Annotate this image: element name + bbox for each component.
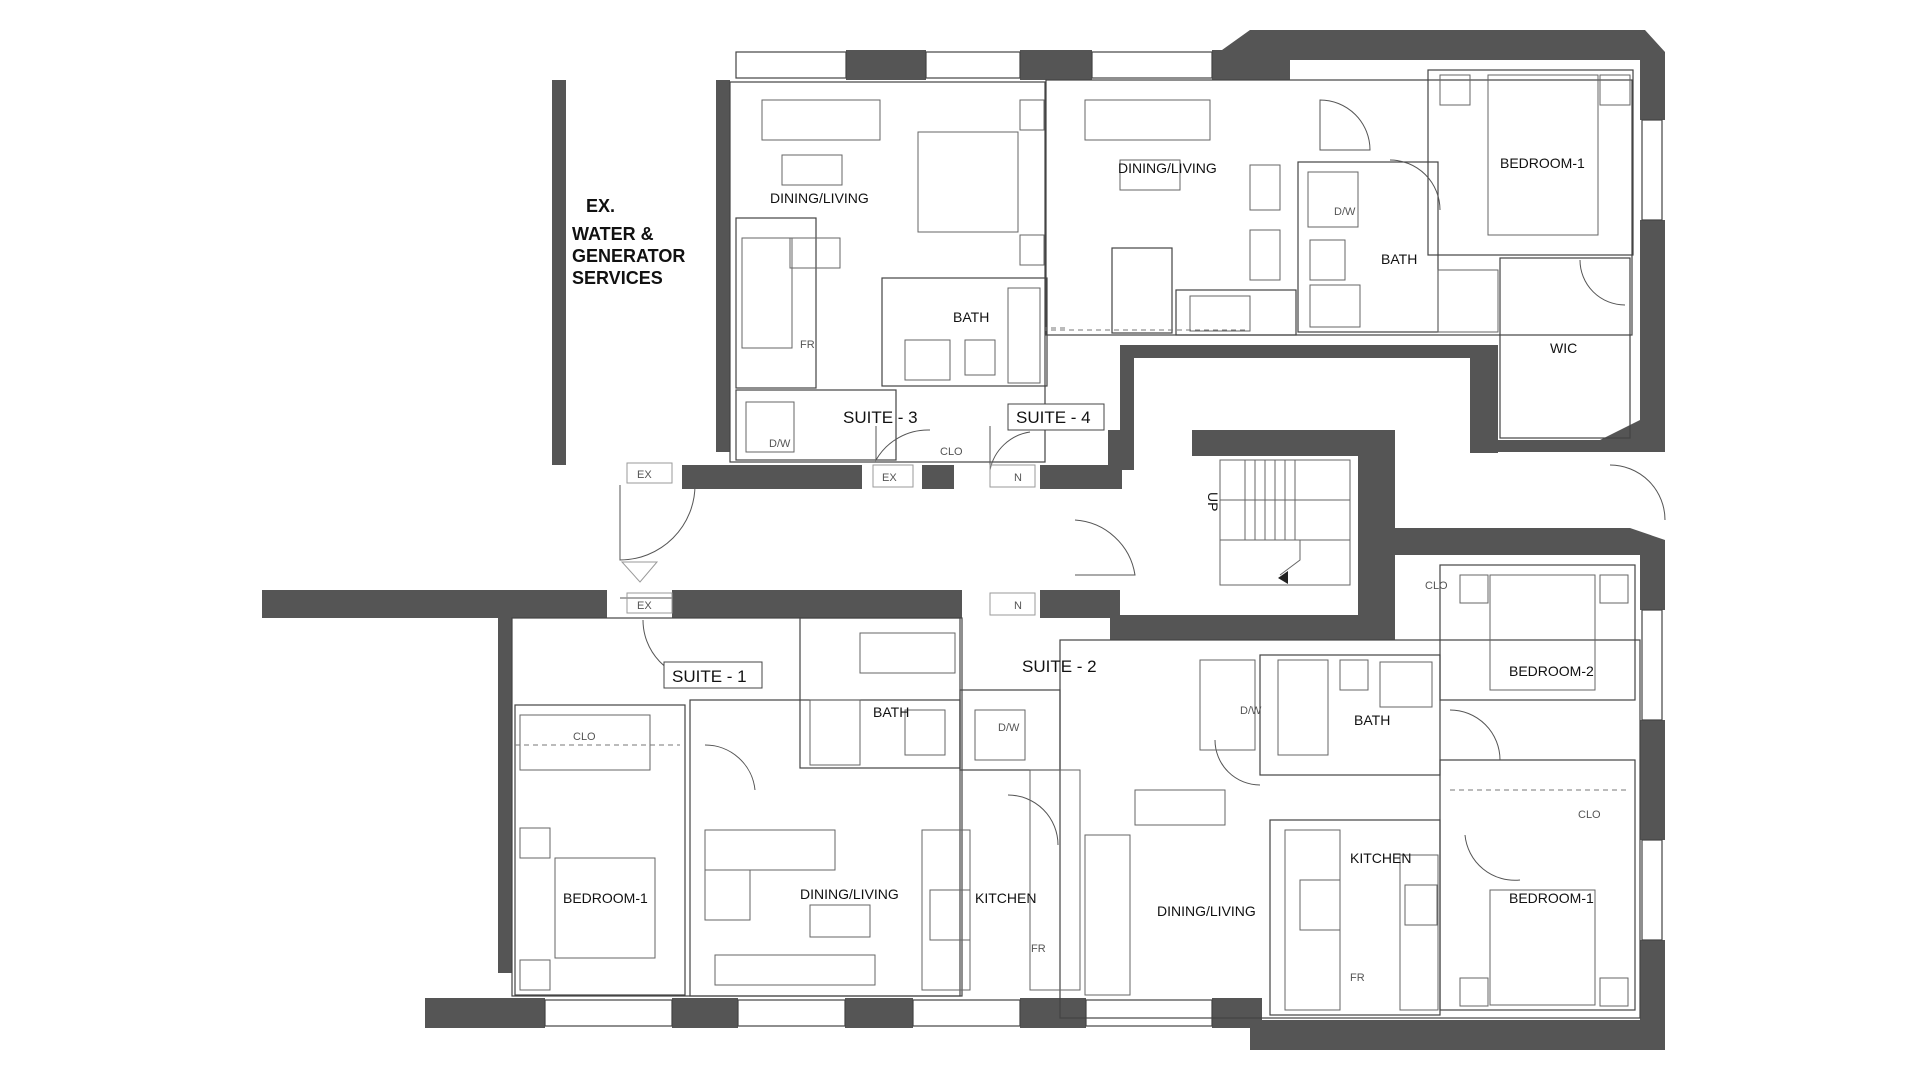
room-label-wic: WIC [1550, 340, 1577, 356]
fr-tag-suite-3: FR [800, 339, 815, 351]
room-label-bath-suite-1: BATH [873, 704, 909, 720]
clo-tag-suite-1: CLO [573, 731, 596, 743]
room-labels: DINING/LIVING BATH DINING/LIVING BATH BE… [563, 155, 1594, 919]
stair [1219, 459, 1351, 586]
small-annotations: EX EX EX N N CLO CLO CLO CLO D/W D/W D/W… [573, 206, 1601, 984]
room-label-bedroom-1-suite-2: BEDROOM-1 [1509, 890, 1594, 906]
services-line-1: EX. [586, 196, 615, 216]
dw-tag-suite-2: D/W [1240, 705, 1262, 717]
room-label-bedroom-1-suite-4: BEDROOM-1 [1500, 155, 1585, 171]
ex-tag-suite-3: EX [882, 472, 897, 484]
clo-tag-suite-2-bed1: CLO [1578, 809, 1601, 821]
room-label-dining-living-suite-4: DINING/LIVING [1118, 160, 1217, 176]
ex-tag-north: EX [637, 469, 652, 481]
room-label-bath-suite-4: BATH [1381, 251, 1417, 267]
services-label: EX. WATER & GENERATOR SERVICES [572, 196, 685, 288]
fr-tag-suite-2: FR [1350, 972, 1365, 984]
doors [619, 99, 1666, 881]
services-line-2: WATER & [572, 224, 654, 244]
suite-2-label: SUITE - 2 [1022, 657, 1097, 676]
clo-tag-suite-2-bed2: CLO [1425, 580, 1448, 592]
stair-up-label: UP [1205, 492, 1221, 511]
room-label-bath-suite-3: BATH [953, 309, 989, 325]
suite-3-label: SUITE - 3 [843, 408, 918, 427]
dw-tag-suite-3: D/W [769, 438, 791, 450]
room-label-dining-living-suite-3: DINING/LIVING [770, 190, 869, 206]
dw-tag-suite-4: D/W [1334, 206, 1356, 218]
dw-tag-suite-1: D/W [998, 722, 1020, 734]
suite-labels: SUITE - 3 SUITE - 4 SUITE - 1 SUITE - 2 [663, 403, 1105, 689]
room-label-bedroom-2: BEDROOM-2 [1509, 663, 1594, 679]
door-tags [620, 462, 1036, 616]
fr-tag-suite-1: FR [1031, 943, 1046, 955]
services-line-4: SERVICES [572, 268, 663, 288]
suite-1-label: SUITE - 1 [672, 667, 747, 686]
room-label-kitchen-suite-1: KITCHEN [975, 890, 1036, 906]
ex-tag-south: EX [637, 600, 652, 612]
furniture [515, 74, 1631, 1011]
room-label-dining-living-suite-2: DINING/LIVING [1157, 903, 1256, 919]
services-line-3: GENERATOR [572, 246, 685, 266]
room-label-bedroom-1-suite-1: BEDROOM-1 [563, 890, 648, 906]
exterior-walls [262, 30, 1665, 1050]
room-label-bath-suite-2: BATH [1354, 712, 1390, 728]
clo-tag-suite-3: CLO [940, 446, 963, 458]
suite-4-label: SUITE - 4 [1016, 408, 1091, 427]
n-tag-north: N [1014, 472, 1022, 484]
room-label-dining-living-suite-1: DINING/LIVING [800, 886, 899, 902]
interior-walls [511, 51, 1663, 1027]
n-tag-south: N [1014, 600, 1022, 612]
room-label-kitchen-suite-2: KITCHEN [1350, 850, 1411, 866]
